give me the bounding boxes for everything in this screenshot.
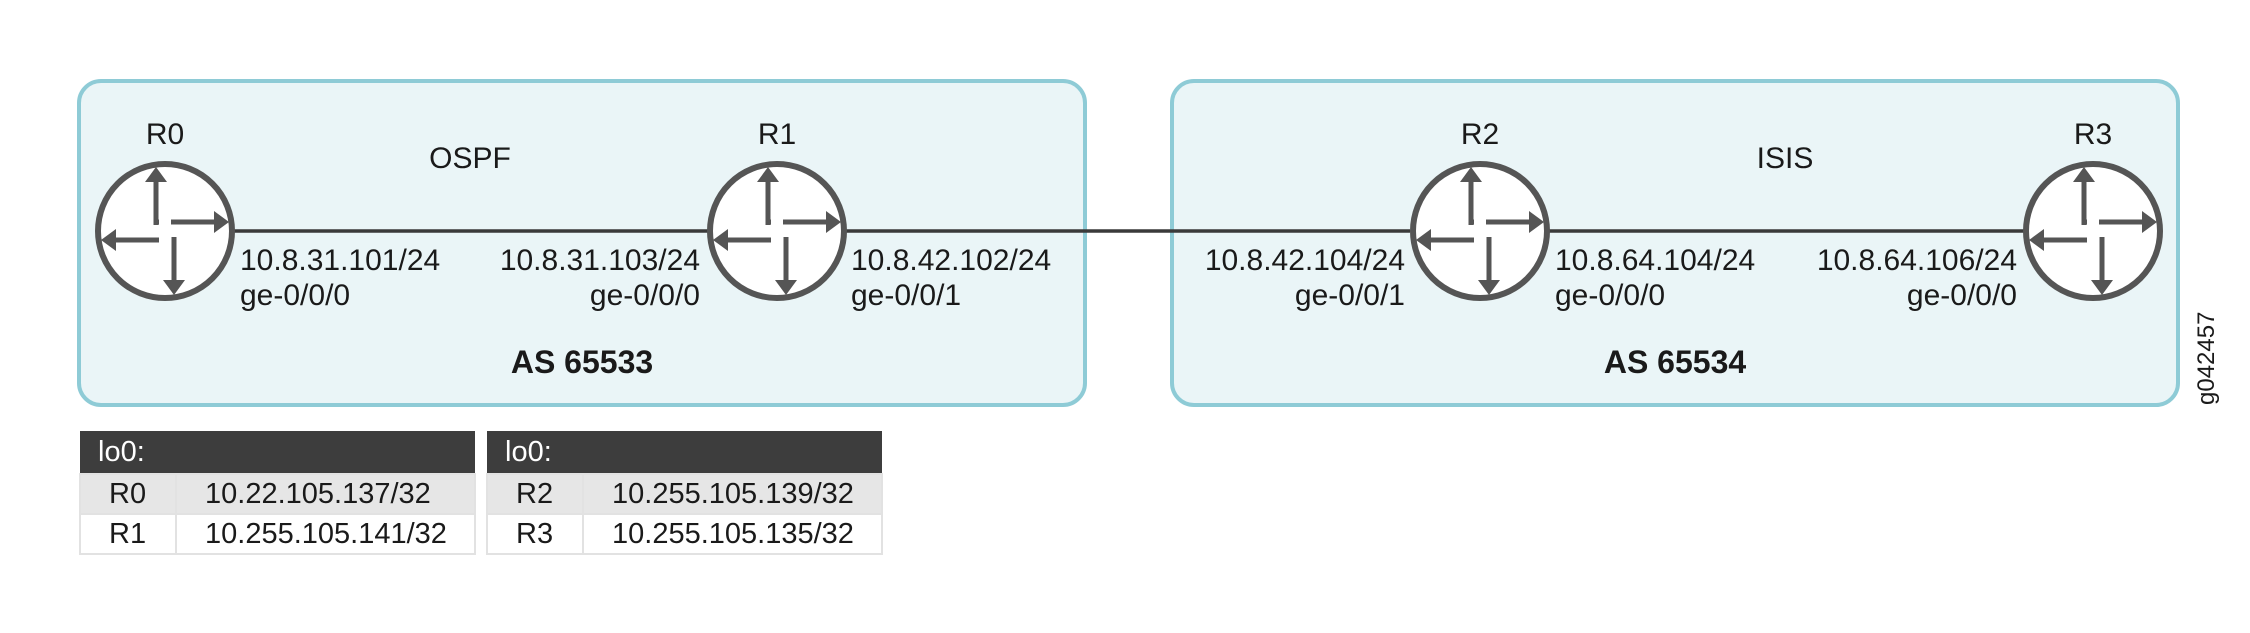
router-name-r1: R1: [758, 118, 796, 151]
table-cell-router: R2: [486, 473, 584, 515]
table-cell-address: 10.255.105.135/32: [582, 513, 883, 555]
router-icon: [710, 164, 844, 298]
r2-ge001-port: ge-0/0/1: [1295, 279, 1405, 312]
table-cell-address: 10.255.105.141/32: [175, 513, 476, 555]
table-cell-router: R1: [79, 513, 177, 555]
router-name-r0: R0: [146, 118, 184, 151]
r1-ge001-port: ge-0/0/1: [851, 279, 961, 312]
figure-id: g042457: [2193, 312, 2220, 405]
table-row: R0 10.22.105.137/32: [79, 473, 476, 515]
table-header-row: lo0:: [487, 431, 882, 474]
r1-ge000-port: ge-0/0/0: [590, 279, 700, 312]
as-65534-box: [1170, 79, 2180, 407]
table-row: R1 10.255.105.141/32: [79, 513, 476, 555]
r1-ge001-ip: 10.8.42.102/24: [851, 244, 1051, 277]
table-cell-router: R3: [486, 513, 584, 555]
router-name-r3: R3: [2074, 118, 2112, 151]
r2-ge001-ip: 10.8.42.104/24: [1205, 244, 1405, 277]
table-header: lo0:: [487, 431, 882, 474]
loopback-table-right: lo0: R2 10.255.105.139/32 R3 10.255.105.…: [486, 431, 883, 555]
router-icon: [2026, 164, 2160, 298]
router-icon: [1413, 164, 1547, 298]
table-row: R3 10.255.105.135/32: [486, 513, 883, 555]
as-65533-label: AS 65533: [511, 344, 653, 380]
r3-ge000-ip: 10.8.64.106/24: [1817, 244, 2017, 277]
table-row: R2 10.255.105.139/32: [486, 473, 883, 515]
r2-ge000-ip: 10.8.64.104/24: [1555, 244, 1755, 277]
r0-ge000-port: ge-0/0/0: [240, 279, 350, 312]
table-cell-address: 10.22.105.137/32: [175, 473, 476, 515]
as-65534-label: AS 65534: [1604, 344, 1747, 380]
r3-ge000-port: ge-0/0/0: [1907, 279, 2017, 312]
table-header-row: lo0:: [80, 431, 475, 474]
router-name-r2: R2: [1461, 118, 1499, 151]
loopback-table-left: lo0: R0 10.22.105.137/32 R1 10.255.105.1…: [79, 431, 476, 555]
table-cell-router: R0: [79, 473, 177, 515]
r2-ge000-port: ge-0/0/0: [1555, 279, 1665, 312]
table-cell-address: 10.255.105.139/32: [582, 473, 883, 515]
table-header: lo0:: [80, 431, 475, 474]
r1-ge000-ip: 10.8.31.103/24: [500, 244, 700, 277]
protocol-label-ospf: OSPF: [429, 142, 511, 175]
router-icon: [98, 164, 232, 298]
as-65533-box: [77, 79, 1087, 407]
r0-ge000-ip: 10.8.31.101/24: [240, 244, 440, 277]
protocol-label-isis: ISIS: [1757, 142, 1814, 175]
